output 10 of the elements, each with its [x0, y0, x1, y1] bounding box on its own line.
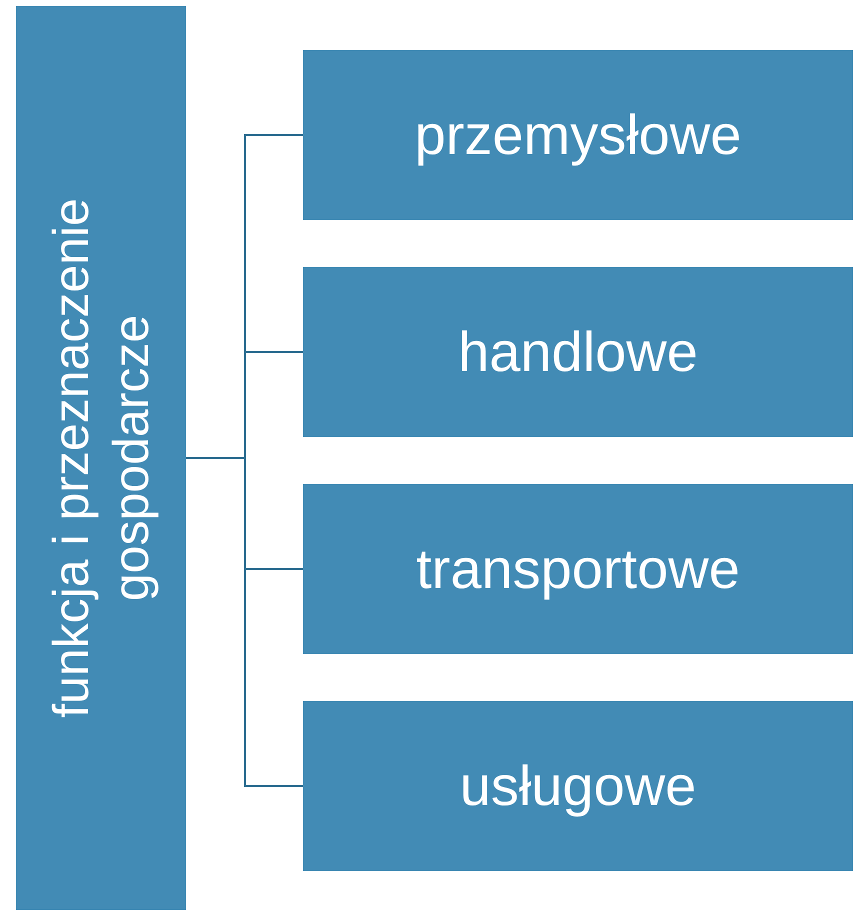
category-label: handlowe [458, 319, 698, 386]
category-box [16, 6, 186, 910]
category-box [303, 701, 853, 871]
category-box [303, 267, 853, 437]
category-label: transportowe [416, 536, 740, 602]
category-box [303, 484, 853, 654]
category-box [303, 50, 853, 220]
heading-text: funkcja i przeznaczenie gospodarcze [42, 197, 160, 720]
category-label: przemysłowe [414, 102, 742, 168]
category-label: usługowe [460, 753, 696, 820]
